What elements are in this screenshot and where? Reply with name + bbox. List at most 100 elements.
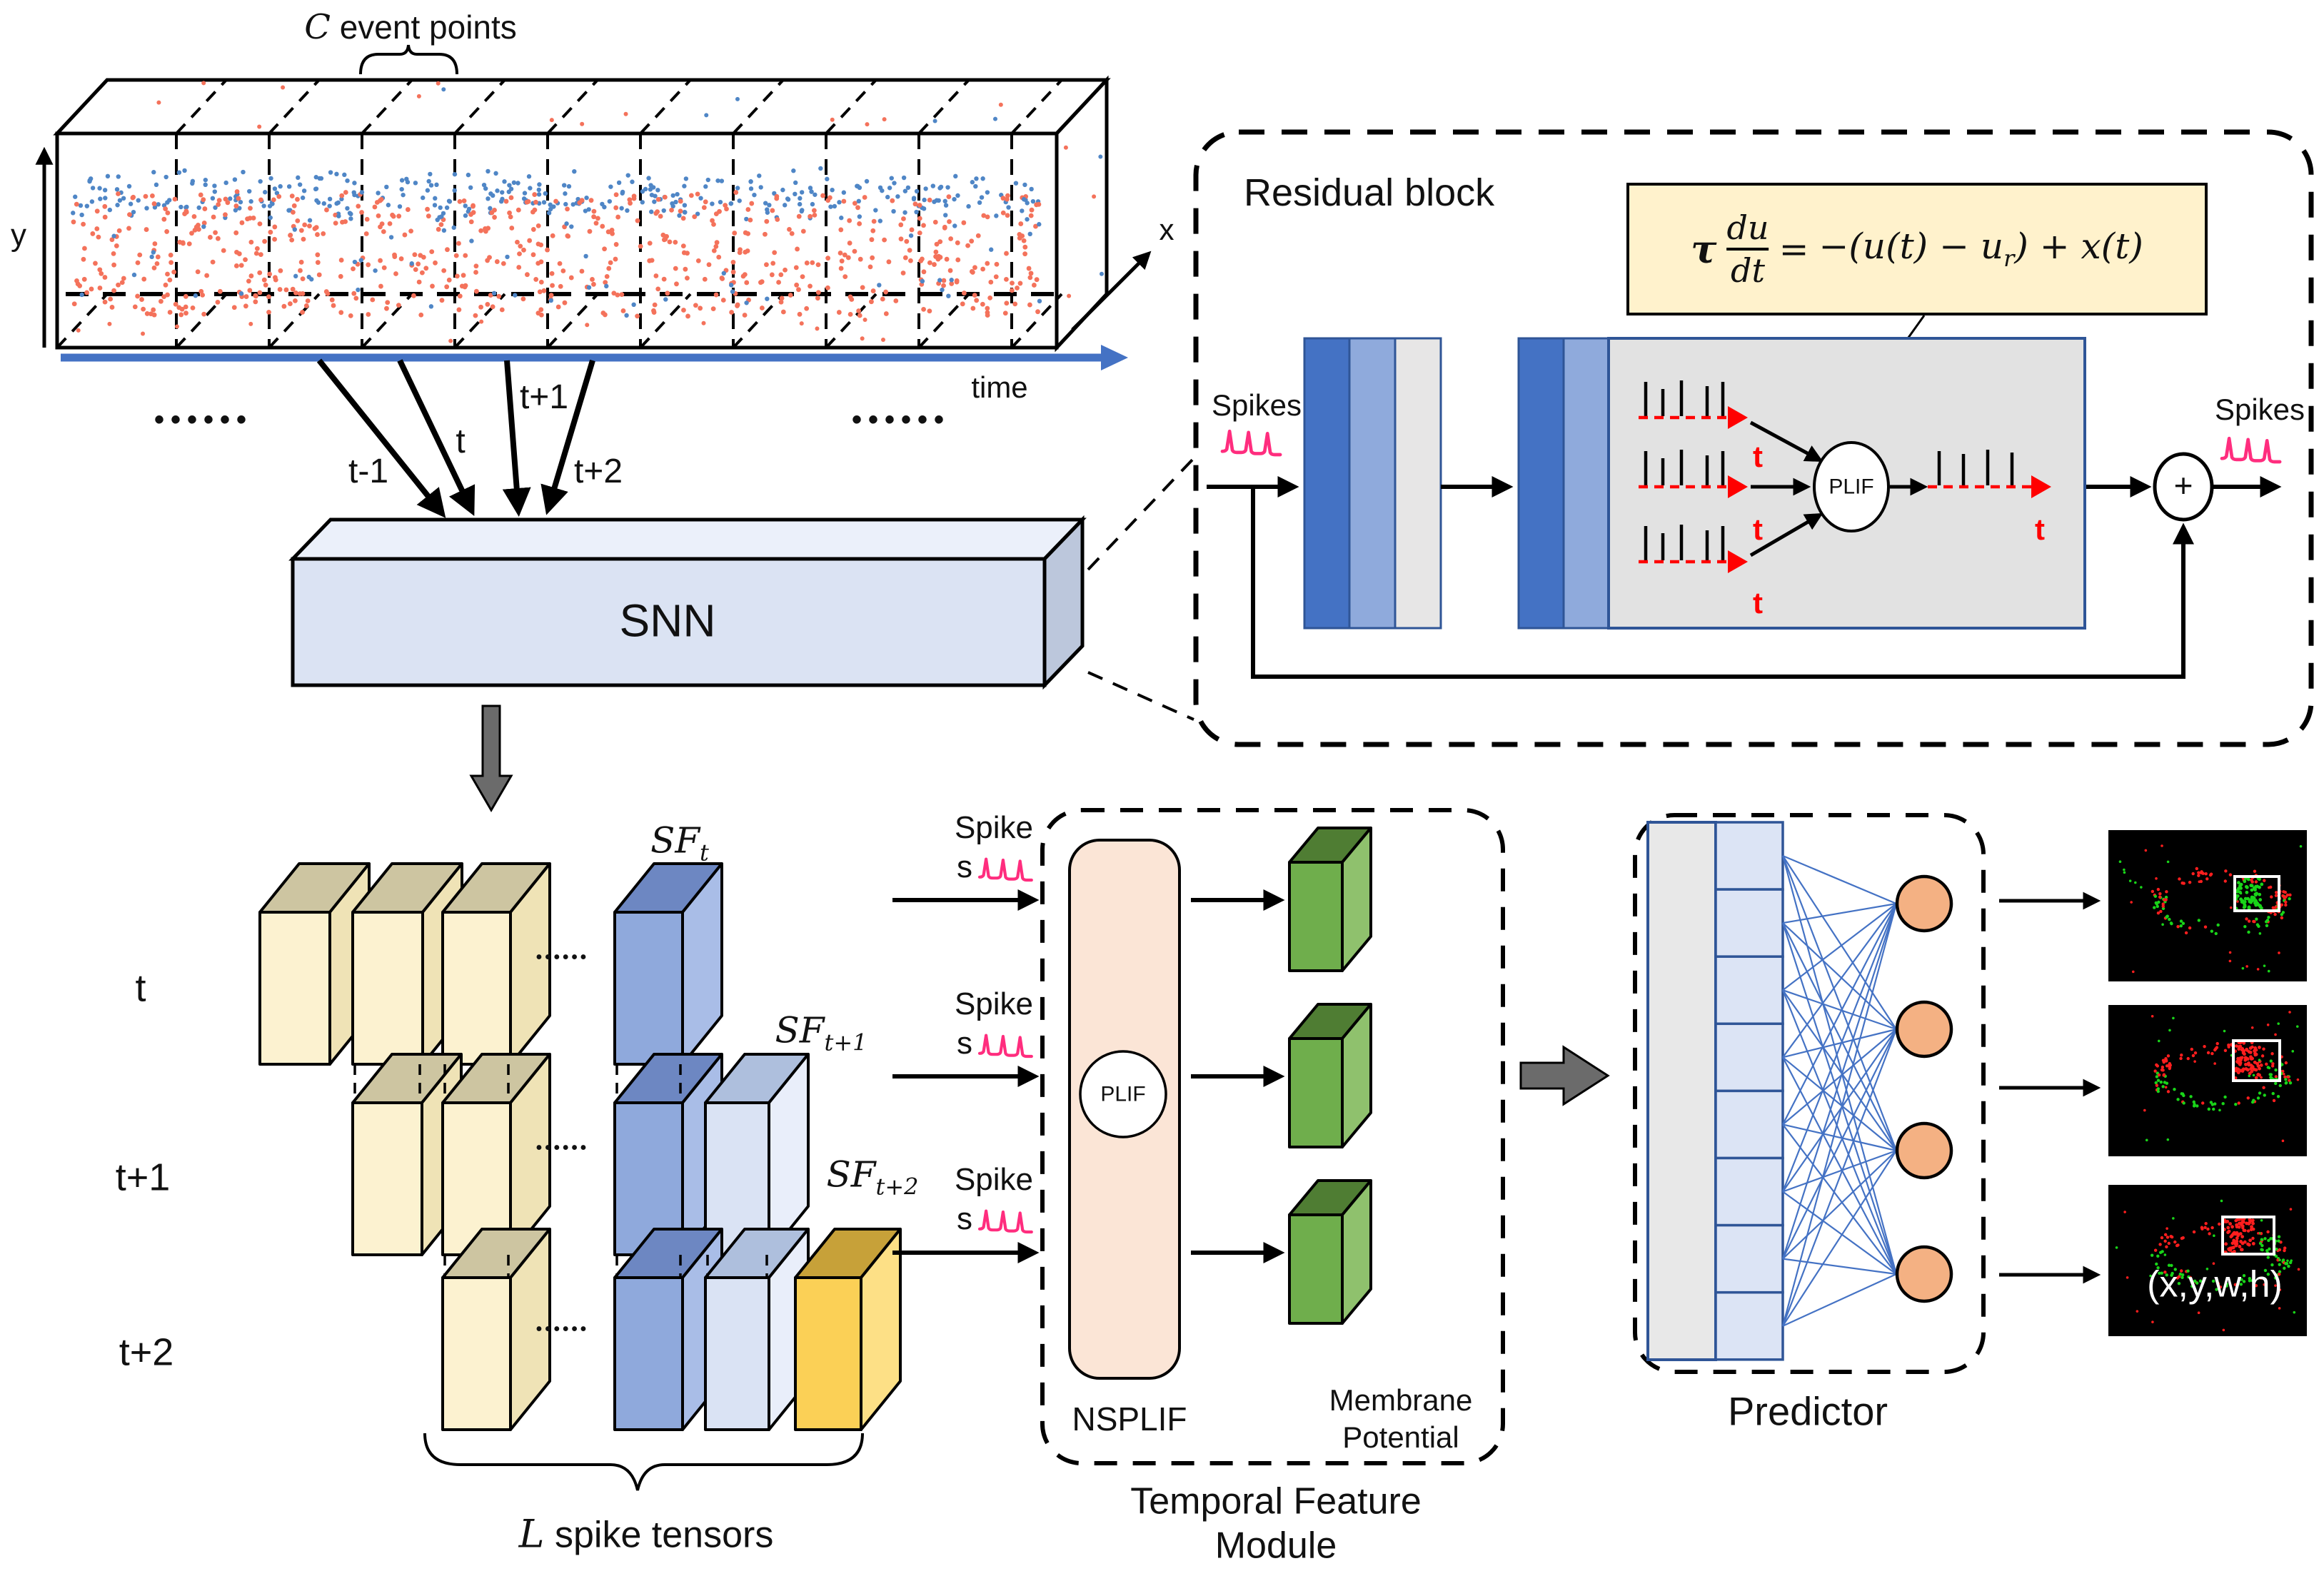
- l-spike-tensors-label: L spike tensors: [519, 1514, 774, 1556]
- tfm-spike-label-1a: Spike: [954, 809, 1034, 845]
- formula-tau: τ: [1691, 226, 1717, 272]
- bbox-1: [2233, 875, 2280, 912]
- spike-waveform-icon: [980, 1036, 1032, 1056]
- ellipsis-left: ••••••: [154, 404, 253, 435]
- cube-grid-verticals: [175, 133, 1013, 348]
- t-axis-label-4: t: [2035, 512, 2045, 546]
- spike-waveform-icon: [1222, 431, 1280, 455]
- bbox-3: [2221, 1216, 2275, 1256]
- plif-neuron: [1813, 441, 1890, 532]
- t-axis-label-2: t: [1753, 512, 1763, 546]
- snn-label: SNN: [619, 595, 716, 647]
- slice-label-t1: t+1: [519, 378, 569, 416]
- c-brace-icon: [359, 44, 458, 75]
- plif-formula-box: [1626, 183, 2208, 315]
- spike-trains: [1639, 380, 2051, 573]
- row-ellipsis-1: ••••••: [535, 947, 590, 967]
- cube-grid-bottom-diagonals: [56, 293, 1063, 349]
- feature-cells: [1714, 821, 1784, 1361]
- fraction-bar: [1726, 248, 1769, 251]
- sf-base: SF: [826, 1153, 876, 1196]
- residual-block: [1193, 129, 2314, 747]
- module-arrow-icon: [1519, 1045, 1610, 1106]
- event-cube: [35, 44, 1152, 370]
- tfm-spike-label-1b: s: [957, 849, 972, 884]
- row-label-t: t: [135, 966, 146, 1010]
- row-ellipsis-3: ••••••: [535, 1319, 590, 1339]
- row-label-t1: t+1: [115, 1156, 171, 1199]
- formula-rhs: −(u(t) − ur) + x(t): [1819, 225, 2143, 272]
- sf-base: SF: [775, 1009, 825, 1051]
- formula-num: du: [1726, 208, 1769, 247]
- l-rest: spike tensors: [544, 1514, 774, 1556]
- row-connectors: [353, 1064, 768, 1278]
- formula-pre: −(u(t) − u: [1819, 225, 2004, 267]
- tfm-spike-label-3b: s: [957, 1201, 972, 1236]
- tfm-title-2: Module: [1214, 1525, 1337, 1567]
- spike-waveform-icon: [2222, 438, 2280, 462]
- plif-label: PLIF: [1828, 475, 1874, 499]
- tfm-in-arrows: [892, 889, 1040, 1263]
- tfm-title-1: Temporal Feature: [1130, 1480, 1422, 1522]
- formula-fraction: du dt: [1726, 211, 1769, 287]
- time-axis-label: time: [971, 370, 1028, 404]
- formula-post: ) + x(t): [2014, 225, 2143, 267]
- bbox-output-label: (x,y,w,h): [2147, 1263, 2283, 1305]
- x-axis-label: x: [1159, 212, 1174, 246]
- fully-connected-lines: [1781, 854, 1898, 1327]
- down-arrow-icon: [469, 704, 513, 812]
- event-points-scatter: [71, 81, 1104, 343]
- temporal-feature-module: [892, 808, 1505, 1465]
- cube-heading-rest: event points: [330, 8, 517, 46]
- prediction-arrows: [1999, 891, 2101, 1284]
- cube-grid-top-diagonals: [175, 79, 1063, 135]
- sum-node: [2153, 452, 2214, 522]
- sf-t1-label: SFt+1: [775, 1009, 867, 1056]
- sf-sub: t+1: [824, 1029, 867, 1056]
- skip-connection: [1251, 487, 2194, 679]
- conv-block-2: [1517, 337, 2086, 630]
- tfm-spike-label-3a: Spike: [954, 1161, 1034, 1197]
- spike-waveform-icon: [980, 859, 1032, 880]
- ellipsis-right: ••••••: [851, 404, 951, 435]
- residual-title: Residual block: [1244, 171, 1495, 214]
- membrane-label-1: Membrane: [1329, 1383, 1473, 1417]
- formula-sub: r: [2003, 244, 2015, 272]
- formula-den: dt: [1731, 251, 1765, 290]
- slice-label-t: t: [456, 422, 466, 460]
- time-axis-arrow: [61, 345, 1128, 370]
- tfm-out-arrows: [1191, 889, 1285, 1263]
- plif-neuron-tfm: [1079, 1050, 1167, 1138]
- cube-heading: C event points: [304, 9, 517, 45]
- feature-column: [1646, 821, 1717, 1361]
- membrane-label-2: Potential: [1342, 1420, 1459, 1454]
- spikes-out-label: Spikes: [2214, 392, 2305, 426]
- result-thumbnails: [2108, 830, 2307, 1336]
- tfm-spike-label-2b: s: [957, 1026, 972, 1061]
- plif-in-arrows: [1749, 420, 1824, 557]
- sf-sub: t+2: [875, 1173, 919, 1201]
- formula-eq: =: [1779, 228, 1809, 270]
- spike-tensor-slabs: [258, 827, 1372, 1431]
- slice-arrows: [316, 358, 595, 518]
- slice-label-t-1: t-1: [348, 452, 389, 490]
- plus-label: +: [2173, 466, 2193, 504]
- slice-label-t2: t+2: [573, 452, 623, 490]
- x-axis-arrow: [1071, 251, 1152, 331]
- cube-heading-var: C: [304, 6, 331, 47]
- sf-t2-label: SFt+2: [827, 1156, 919, 1200]
- spike-waveform-icon: [980, 1211, 1032, 1232]
- output-neurons: [1895, 874, 1953, 1303]
- zoom-link-lines: [1087, 457, 1195, 721]
- l-brace-icon: [423, 1433, 864, 1491]
- plif-formula: τ du dt = −(u(t) − ur) + x(t): [1691, 211, 2143, 287]
- conv-block-1: [1303, 337, 1442, 630]
- predictor-module: [1633, 813, 1986, 1374]
- t-axis-label-3: t: [1753, 585, 1763, 620]
- row-ellipsis-2: ••••••: [535, 1138, 590, 1158]
- tfm-spike-label-2a: Spike: [954, 986, 1034, 1021]
- snn-box: [288, 515, 1087, 690]
- t-axis-label-1: t: [1753, 439, 1763, 473]
